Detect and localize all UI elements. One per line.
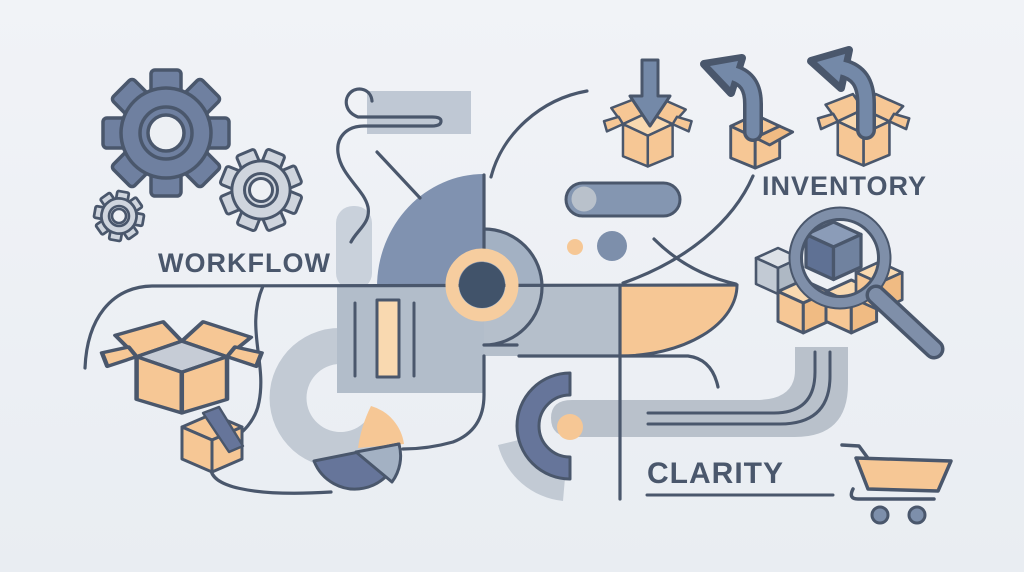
paperclip-curve xyxy=(336,87,443,244)
inventory-arc xyxy=(621,174,755,285)
light-wedge xyxy=(498,437,566,501)
magnifier-over-cubes-icon xyxy=(754,206,945,360)
open-box-icon xyxy=(102,322,262,413)
hub-circle xyxy=(445,248,519,322)
eye-arc xyxy=(482,227,544,347)
orange-dot xyxy=(557,414,583,440)
main-horizontal-line xyxy=(83,283,739,370)
magnifier-ring-outer xyxy=(788,206,892,310)
pie-orange-wedge xyxy=(358,406,404,448)
box-outbound-icon-2 xyxy=(807,46,911,167)
clarity-label: CLARITY xyxy=(647,457,784,490)
curved-arrow-icon xyxy=(807,46,876,140)
connector-lines xyxy=(83,87,835,501)
swoosh-band xyxy=(551,347,848,437)
inventory-label: INVENTORY xyxy=(762,171,928,201)
pie-light-slice xyxy=(354,442,403,484)
rect-to-pie-line xyxy=(401,354,486,451)
magnifier-ring xyxy=(790,208,890,308)
center-rect-bars xyxy=(353,298,416,379)
workflow-label: WORKFLOW xyxy=(158,248,331,278)
shopping-cart-icon xyxy=(840,443,953,525)
arrow-down-icon xyxy=(628,58,672,128)
strip-bottom-line xyxy=(517,354,720,389)
pie-chart-icon xyxy=(312,406,404,491)
small-blue-dot xyxy=(597,231,627,261)
orange-fan-outline xyxy=(618,283,739,358)
box-outbound-icon-1 xyxy=(700,54,795,170)
orange-fan xyxy=(620,285,737,356)
dark-c-arc xyxy=(515,371,572,481)
cross-arc xyxy=(652,237,738,286)
gear-icon-medium xyxy=(206,135,316,245)
navy-cube-icon xyxy=(804,220,863,282)
gear-icon-large xyxy=(101,68,231,198)
magnifier-ring-inner xyxy=(800,218,880,298)
sealed-box-icon xyxy=(180,405,245,474)
toggle-pill-icon xyxy=(564,181,682,218)
top-arc xyxy=(489,89,589,179)
small-orange-dot xyxy=(567,239,583,255)
diagonal-line xyxy=(375,150,422,200)
curved-arrow-icon xyxy=(700,54,763,142)
magnifier-handle xyxy=(869,288,941,356)
gear-icon-small xyxy=(89,186,149,246)
